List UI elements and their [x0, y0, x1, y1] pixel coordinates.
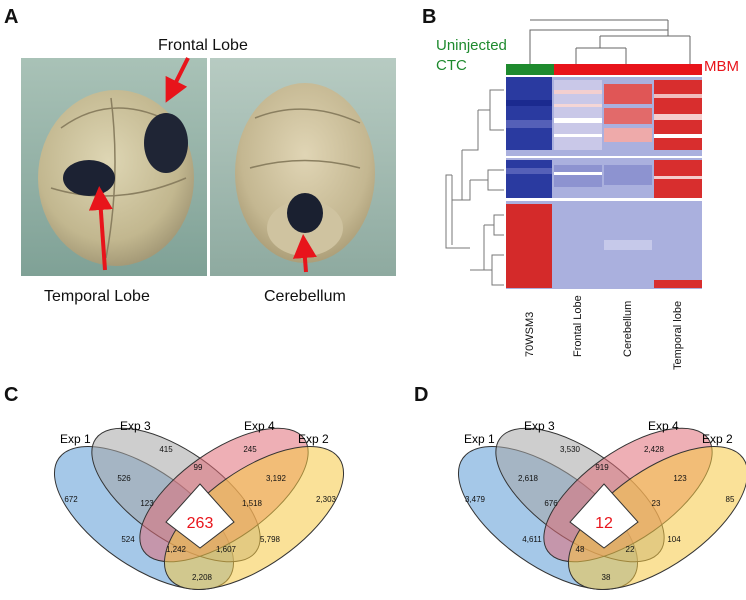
set-label-exp1: Exp 1	[464, 432, 495, 446]
venn-count-only3: 415	[159, 445, 173, 454]
venn-count-e132: 22	[626, 545, 635, 554]
venn-count-only2: 85	[726, 495, 735, 504]
venn-count-e1342: 263	[187, 515, 214, 532]
column-label-70wsm3: 70WSM3	[524, 311, 536, 357]
venn-count-e142: 1,242	[166, 545, 187, 554]
venn-count-e14: 4,611	[522, 535, 542, 544]
row-dendrogram	[445, 89, 504, 286]
panel-letter-a: A	[4, 6, 19, 28]
heatmap-body	[506, 77, 702, 289]
venn-count-e134: 123	[140, 499, 154, 508]
venn-count-e14: 524	[121, 535, 135, 544]
venn-count-e13: 526	[117, 474, 131, 483]
set-label-exp2: Exp 2	[702, 432, 733, 446]
venn-count-e1342: 12	[595, 515, 613, 532]
venn-count-e42: 3,192	[266, 474, 287, 483]
panel-letter-c: C	[4, 384, 19, 406]
group-label-uninjected-line1: Uninjected	[436, 37, 507, 54]
venn-count-e12: 38	[602, 573, 611, 582]
group-bar-green	[506, 64, 554, 75]
venn-count-only4: 2,428	[644, 445, 665, 454]
venn-count-e342: 23	[652, 499, 661, 508]
label-frontal-lobe: Frontal Lobe	[158, 37, 248, 54]
venn-count-e13: 2,618	[518, 474, 539, 483]
venn-count-e134: 676	[544, 499, 558, 508]
venn-count-e34: 919	[595, 463, 609, 472]
venn-count-only4: 245	[243, 445, 257, 454]
set-ellipse-exp2	[163, 446, 345, 590]
venn-count-only2: 2,303	[316, 495, 337, 504]
venn-count-only1: 672	[64, 495, 78, 504]
venn-count-e42: 123	[673, 474, 687, 483]
set-label-exp3: Exp 3	[524, 419, 555, 433]
set-label-exp4: Exp 4	[244, 419, 275, 433]
set-label-exp2: Exp 2	[298, 432, 329, 446]
label-temporal-lobe: Temporal Lobe	[44, 288, 150, 305]
venn-count-only1: 3,479	[465, 495, 486, 504]
group-label-uninjected-line2: CTC	[436, 57, 467, 74]
group-label-mbm: MBM	[704, 58, 739, 75]
venn-count-e12: 2,208	[192, 573, 213, 582]
column-dendrogram	[529, 19, 691, 64]
venn-d: Exp 1 Exp 3 Exp 4 Exp 2 3,479 3,530 2,428 85 2,6…	[457, 419, 746, 590]
venn-count-e34: 99	[194, 463, 203, 472]
group-label-uninjected: Uninjected CTC	[436, 36, 507, 76]
set-label-exp1: Exp 1	[60, 432, 91, 446]
venn-count-only3: 3,530	[560, 445, 581, 454]
column-label-temporal-lobe: Temporal lobe	[672, 300, 684, 370]
venn-count-e32: 104	[667, 535, 681, 544]
venn-count-e32: 5,798	[260, 535, 281, 544]
venn-count-e342: 1,518	[242, 499, 263, 508]
column-label-cerebellum: Cerebellum	[622, 300, 634, 357]
column-label-frontal-lobe: Frontal Lobe	[572, 295, 584, 357]
panel-letter-b: B	[422, 6, 437, 28]
set-label-exp3: Exp 3	[120, 419, 151, 433]
center-region	[165, 483, 235, 549]
panel-letter-d: D	[414, 384, 429, 406]
venn-c: Exp 1 Exp 3 Exp 4 Exp 2 672 415 245 2,303 526 99 3…	[53, 419, 345, 590]
label-cerebellum: Cerebellum	[264, 288, 346, 305]
center-region	[569, 483, 639, 549]
set-ellipse-exp2	[567, 446, 746, 590]
venn-count-e142: 48	[576, 545, 585, 554]
set-label-exp4: Exp 4	[648, 419, 679, 433]
group-bar-red	[554, 64, 702, 75]
venn-count-e132: 1,607	[216, 545, 237, 554]
